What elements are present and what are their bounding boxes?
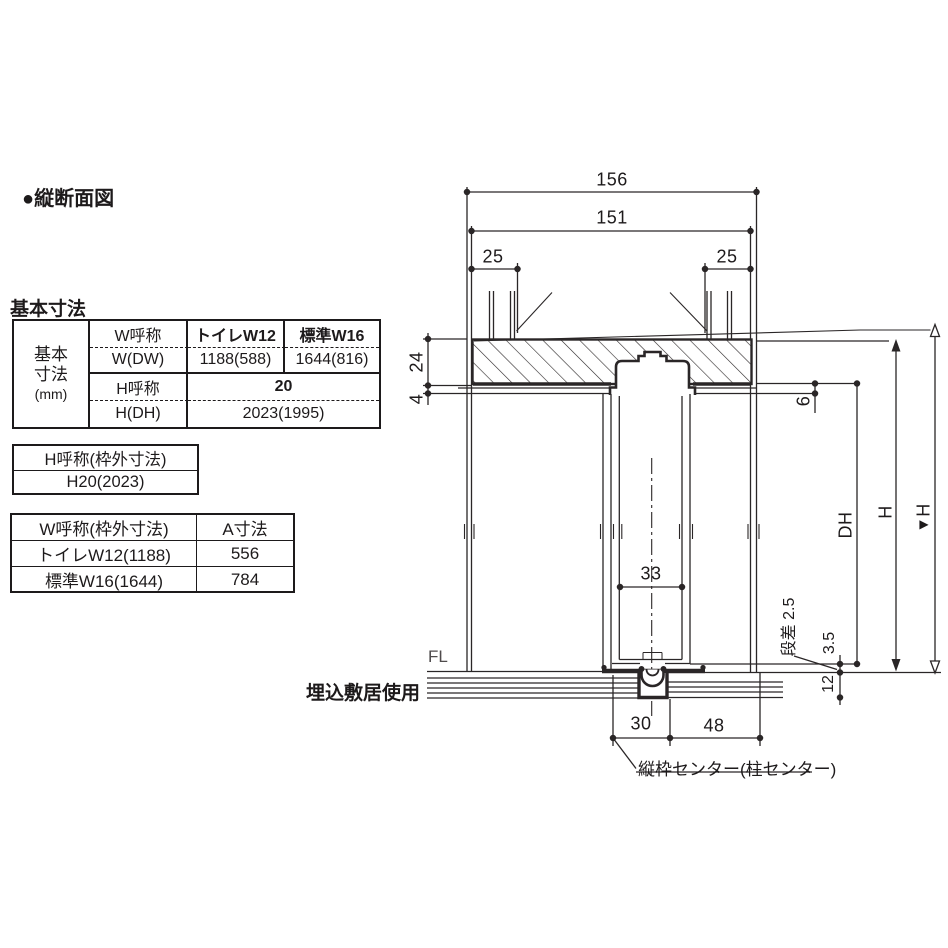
door-panel — [612, 396, 690, 665]
dim-label-h: H — [875, 505, 896, 519]
cell-hdh-header: H(DH) — [90, 400, 188, 427]
dim-label-dh: DH — [835, 511, 856, 539]
w-outer-dimension-table: W呼称(枠外寸法) A寸法 トイレW12(1188) 556 標準W16(164… — [10, 513, 295, 593]
cell-w-outer-header: W呼称(枠外寸法) — [12, 515, 197, 541]
cell-wdw-value2: 1644(816) — [285, 348, 379, 374]
cell-a-dim-784: 784 — [230, 569, 260, 589]
wall-lines — [466, 187, 758, 673]
cell-w-header: W呼称 — [90, 321, 188, 348]
table-row: トイレW12(1188) 556 — [12, 541, 293, 567]
cell-standard-w16: 標準W16 — [285, 321, 379, 348]
table-row: W呼称(枠外寸法) A寸法 — [12, 515, 293, 541]
dim-label-25-right: 25 — [716, 246, 738, 267]
cell-a-dim-header: A寸法 — [197, 515, 293, 541]
break-tick-marks — [463, 524, 760, 539]
break-lines — [473, 292, 931, 342]
cell-wdw-header: W(DW) — [90, 347, 188, 374]
table-row: H呼称 20 — [90, 374, 379, 401]
anchor-bolt-lines — [488, 291, 733, 339]
side-label-line2: 寸法 — [34, 365, 68, 385]
frame-center-leader — [612, 737, 812, 773]
cell-hdh-value: 2023(1995) — [242, 404, 325, 422]
fl-level-label: FL — [428, 647, 448, 666]
frame-center-note: 縦枠センター(柱センター) — [638, 760, 837, 779]
floor-lines-left — [427, 670, 638, 699]
dim-label-33: 33 — [640, 563, 662, 584]
dimension-156 — [463, 188, 760, 196]
h-ref-dimension-line — [929, 322, 941, 675]
dim-label-30: 30 — [630, 713, 652, 734]
cell-toilet-w12-outer: トイレW12(1188) — [12, 541, 197, 567]
lintel-hatched-beam — [471, 338, 753, 386]
dim-label-151: 151 — [596, 207, 628, 228]
dim-label-24: 24 — [406, 351, 427, 373]
cell-h-header: H呼称 — [90, 374, 188, 401]
dim-label-3-5: 3.5 — [821, 631, 838, 655]
basic-dim-caption: 基本寸法 — [10, 299, 87, 320]
dimension-25-left — [468, 263, 521, 333]
basic-dimensions-table: 基本 寸法 (mm) W呼称 トイレW12 標準W16 W(DW) 1188(5… — [12, 319, 381, 429]
step-leader-line — [793, 655, 838, 671]
embedded-sill-note: 埋込敷居使用 — [306, 683, 421, 704]
guide-roller — [638, 666, 667, 688]
h-ref-triangle-marker: ▶ — [919, 517, 929, 531]
side-label-line1: 基本 — [34, 344, 68, 364]
cell-a-dim-556: 556 — [197, 541, 293, 567]
dimension-30-48 — [609, 673, 764, 746]
dim-label-h-ref: H — [913, 503, 934, 517]
h-dimension-line — [757, 339, 901, 672]
dimension-33 — [616, 583, 686, 591]
cell-h-outer-header: H呼称(枠外寸法) — [14, 446, 197, 471]
side-label-unit: (mm) — [34, 386, 68, 403]
cell-standard-w16-outer: 標準W16(1644) — [12, 567, 197, 592]
frame-vertical-lines — [602, 394, 691, 670]
top-track-profile — [608, 350, 697, 395]
dim-label-4: 4 — [406, 393, 427, 405]
page-title: ●縦断面図 — [22, 188, 115, 210]
dim-label-156: 156 — [596, 169, 628, 190]
cell-toilet-w12: トイレW12 — [188, 321, 285, 348]
h-outer-dimension-table: H呼称(枠外寸法) H20(2023) — [12, 444, 199, 495]
cell-wdw-value1: 1188(588) — [188, 347, 285, 374]
dimension-25-right — [701, 263, 754, 333]
table-row: 標準W16(1644) 784 — [12, 567, 293, 592]
table-row: H(DH) 2023(1995) — [90, 400, 379, 427]
cell-h-outer-value: H20(2023) — [66, 472, 145, 491]
dim-label-48: 48 — [703, 715, 725, 736]
floor-lines-right — [668, 663, 941, 699]
dim-label-12: 12 — [820, 675, 837, 693]
dimension-6 — [811, 380, 819, 413]
dim-label-25-left: 25 — [482, 246, 504, 267]
cell-h-value: 20 — [188, 374, 379, 401]
table-row: W(DW) 1188(588) 1644(816) — [90, 347, 379, 374]
dimension-3-5-and-12 — [836, 655, 844, 705]
dim-label-6: 6 — [793, 395, 814, 407]
dimension-24-4 — [424, 333, 432, 405]
table-row: W呼称 トイレW12 標準W16 — [90, 321, 379, 348]
dim-label-step-2-5: 段差 2.5 — [781, 597, 798, 657]
basic-table-side-header: 基本 寸法 (mm) — [14, 321, 90, 427]
dimension-151 — [468, 227, 754, 235]
